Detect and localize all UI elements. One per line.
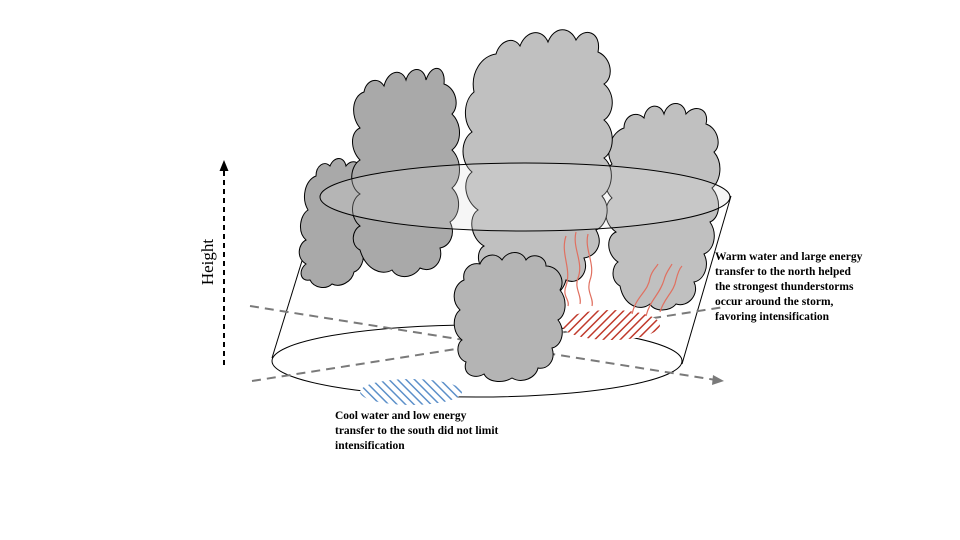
north-annotation: Warm water and large energy transfer to … [715,251,863,323]
cylinder-right-side [681,195,732,365]
height-axis-label: Height [198,238,217,286]
heat-lines-right [631,263,683,317]
height-arrow [219,160,229,365]
heat-lines-center [563,231,593,307]
south-annotation: Cool water and low energy transfer to th… [335,410,499,452]
cloud-front-small [453,252,566,382]
dashed-axis-a [249,305,717,381]
dashed-axis-a-arrowhead [712,375,724,385]
cloud-tall-dark [351,68,460,277]
cloud-right [604,103,721,311]
cloud-small-left [298,158,372,288]
top-ellipse [319,162,731,232]
warm-water-region [562,310,660,340]
cool-water-region [360,379,462,405]
